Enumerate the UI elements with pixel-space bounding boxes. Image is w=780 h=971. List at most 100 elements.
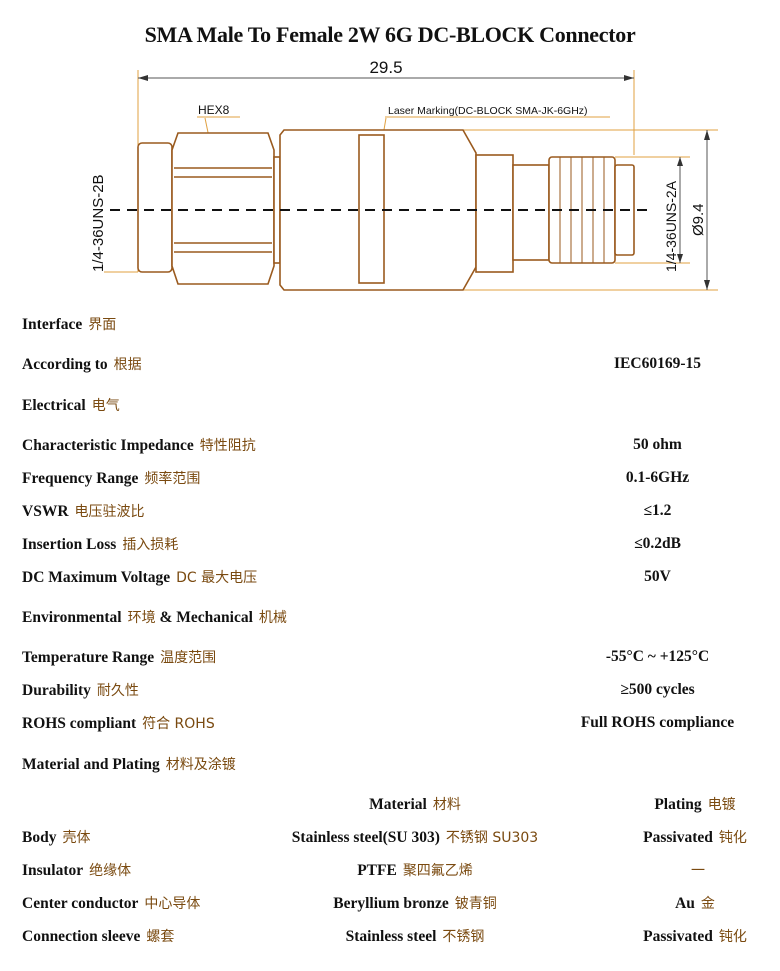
male-coupling-nut <box>137 142 173 273</box>
connector-drawing: 29.5 HEX8 Laser Marking(DC-BLOCK SMA-JK-… <box>90 58 718 291</box>
rohs-value: Full ROHS compliance <box>580 714 735 731</box>
part-plating: Passivated 钝化 <box>600 926 780 946</box>
hex-nut <box>171 132 275 285</box>
arrowheads <box>138 75 710 290</box>
impedance-label: Characteristic Impedance 特性阻抗 <box>22 435 256 455</box>
label-en: ROHS compliant <box>22 715 137 732</box>
header-en: Material <box>369 796 427 813</box>
label-cn: 耐久性 <box>96 683 139 699</box>
text-cn: 不锈钢 <box>442 929 485 945</box>
label-cn: 材料及涂镀 <box>165 757 236 773</box>
label-en: Material and Plating <box>22 756 160 773</box>
text-en: PTFE <box>357 862 397 879</box>
label-cn: 界面 <box>88 317 117 333</box>
dc-voltage-label: DC Maximum Voltage DC 最大电压 <box>22 567 257 587</box>
insertion-loss-value: ≤0.2dB <box>634 535 681 552</box>
text-cn: 绝缘体 <box>89 863 132 879</box>
part-material: Stainless steel 不锈钢 <box>250 926 580 946</box>
text-en: Insulator <box>22 862 84 879</box>
label-cn: 电压驻波比 <box>74 504 145 520</box>
text-en: Au <box>675 895 695 912</box>
text-cn: 铍青铜 <box>454 896 497 912</box>
part-name: Center conductor 中心导体 <box>22 893 200 913</box>
label-en: Insertion Loss <box>22 536 117 553</box>
label-cn-2: 机械 <box>258 610 287 626</box>
female-thread-label: 1/4-36UNS-2A <box>663 180 679 272</box>
header-en: Plating <box>654 796 702 813</box>
impedance-value: 50 ohm <box>633 436 682 453</box>
text-en: Connection sleeve <box>22 928 141 945</box>
label-cn: 频率范围 <box>144 471 201 487</box>
label-en: According to <box>22 356 108 373</box>
text-en: Center conductor <box>22 895 139 912</box>
label-cn: 特性阻抗 <box>199 438 256 454</box>
label-cn: 符合 ROHS <box>142 716 215 732</box>
temperature-value: -55°C ~ +125°C <box>605 648 710 665</box>
part-material: Beryllium bronze 铍青铜 <box>250 893 580 913</box>
text-cn: 金 <box>700 896 715 912</box>
text-cn: 壳体 <box>62 830 91 846</box>
label-cn: 环境 <box>127 610 156 626</box>
label-en: Characteristic Impedance <box>22 437 194 454</box>
plating-column-header: Plating 电镀 <box>600 794 780 814</box>
part-plating: Passivated 钝化 <box>600 827 780 847</box>
label-cn: 温度范围 <box>160 650 217 666</box>
interface-heading: Interface 界面 <box>22 314 116 334</box>
length-dimension: 29.5 <box>369 58 402 77</box>
rohs-label: ROHS compliant 符合 ROHS <box>22 713 215 733</box>
label-en: DC Maximum Voltage <box>22 569 171 586</box>
label-en: Environmental <box>22 609 122 626</box>
part-plating: Au 金 <box>600 893 780 913</box>
label-cn: 插入损耗 <box>122 537 179 553</box>
label-en: Durability <box>22 682 91 699</box>
label-en-2: & Mechanical <box>159 609 253 626</box>
label-en: Electrical <box>22 397 86 414</box>
part-material: Stainless steel(SU 303)不锈钢 SU303 <box>250 827 580 847</box>
frequency-label: Frequency Range 频率范围 <box>22 468 200 488</box>
part-name: Body 壳体 <box>22 827 90 847</box>
part-plating: 一 <box>600 860 780 880</box>
text-en: Passivated <box>643 829 713 846</box>
header-cn: 材料 <box>432 797 461 813</box>
text-en: Passivated <box>643 928 713 945</box>
part-name: Insulator 绝缘体 <box>22 860 131 880</box>
text-cn: 中心导体 <box>144 896 201 912</box>
hex-label: HEX8 <box>198 103 230 117</box>
label-cn: 电气 <box>91 398 120 414</box>
electrical-heading: Electrical 电气 <box>22 395 120 415</box>
laser-marking-area <box>358 134 385 284</box>
text-cn: 钝化 <box>718 830 747 846</box>
dc-voltage-value: 50V <box>644 568 671 585</box>
material-plating-heading: Material and Plating 材料及涂镀 <box>22 754 236 774</box>
text-cn: 一 <box>691 863 705 879</box>
laser-marking-label: Laser Marking(DC-BLOCK SMA-JK-6GHz) <box>388 105 588 117</box>
page-title: SMA Male To Female 2W 6G DC-BLOCK Connec… <box>144 22 636 47</box>
text-cn: 钝化 <box>718 929 747 945</box>
text-en: Beryllium bronze <box>333 895 449 912</box>
header-cn: 电镀 <box>707 797 736 813</box>
male-thread-label: 1/4-36UNS-2B <box>90 174 107 272</box>
label-en: Interface <box>22 316 83 333</box>
diameter-label: Ø9.4 <box>690 203 707 236</box>
text-cn: 聚四氟乙烯 <box>402 863 473 879</box>
connector-outline <box>137 129 635 291</box>
environmental-heading: Environmental 环境 & Mechanical 机械 <box>22 607 287 627</box>
material-column-header: Material 材料 <box>250 794 580 814</box>
text-en: Stainless steel <box>345 928 437 945</box>
label-cn: DC 最大电压 <box>176 570 258 586</box>
text-cn: 不锈钢 SU303 <box>445 830 539 846</box>
vswr-value: ≤1.2 <box>643 502 672 519</box>
label-en: Frequency Range <box>22 470 139 487</box>
text-cn: 螺套 <box>146 929 175 945</box>
according-to-value: IEC60169-15 <box>614 355 701 372</box>
frequency-value: 0.1-6GHz <box>625 469 690 486</box>
part-material: PTFE 聚四氟乙烯 <box>250 860 580 880</box>
durability-value: ≥500 cycles <box>620 681 695 698</box>
part-name: Connection sleeve 螺套 <box>22 926 174 946</box>
insertion-loss-label: Insertion Loss 插入损耗 <box>22 534 178 554</box>
text-en: Body <box>22 829 57 846</box>
